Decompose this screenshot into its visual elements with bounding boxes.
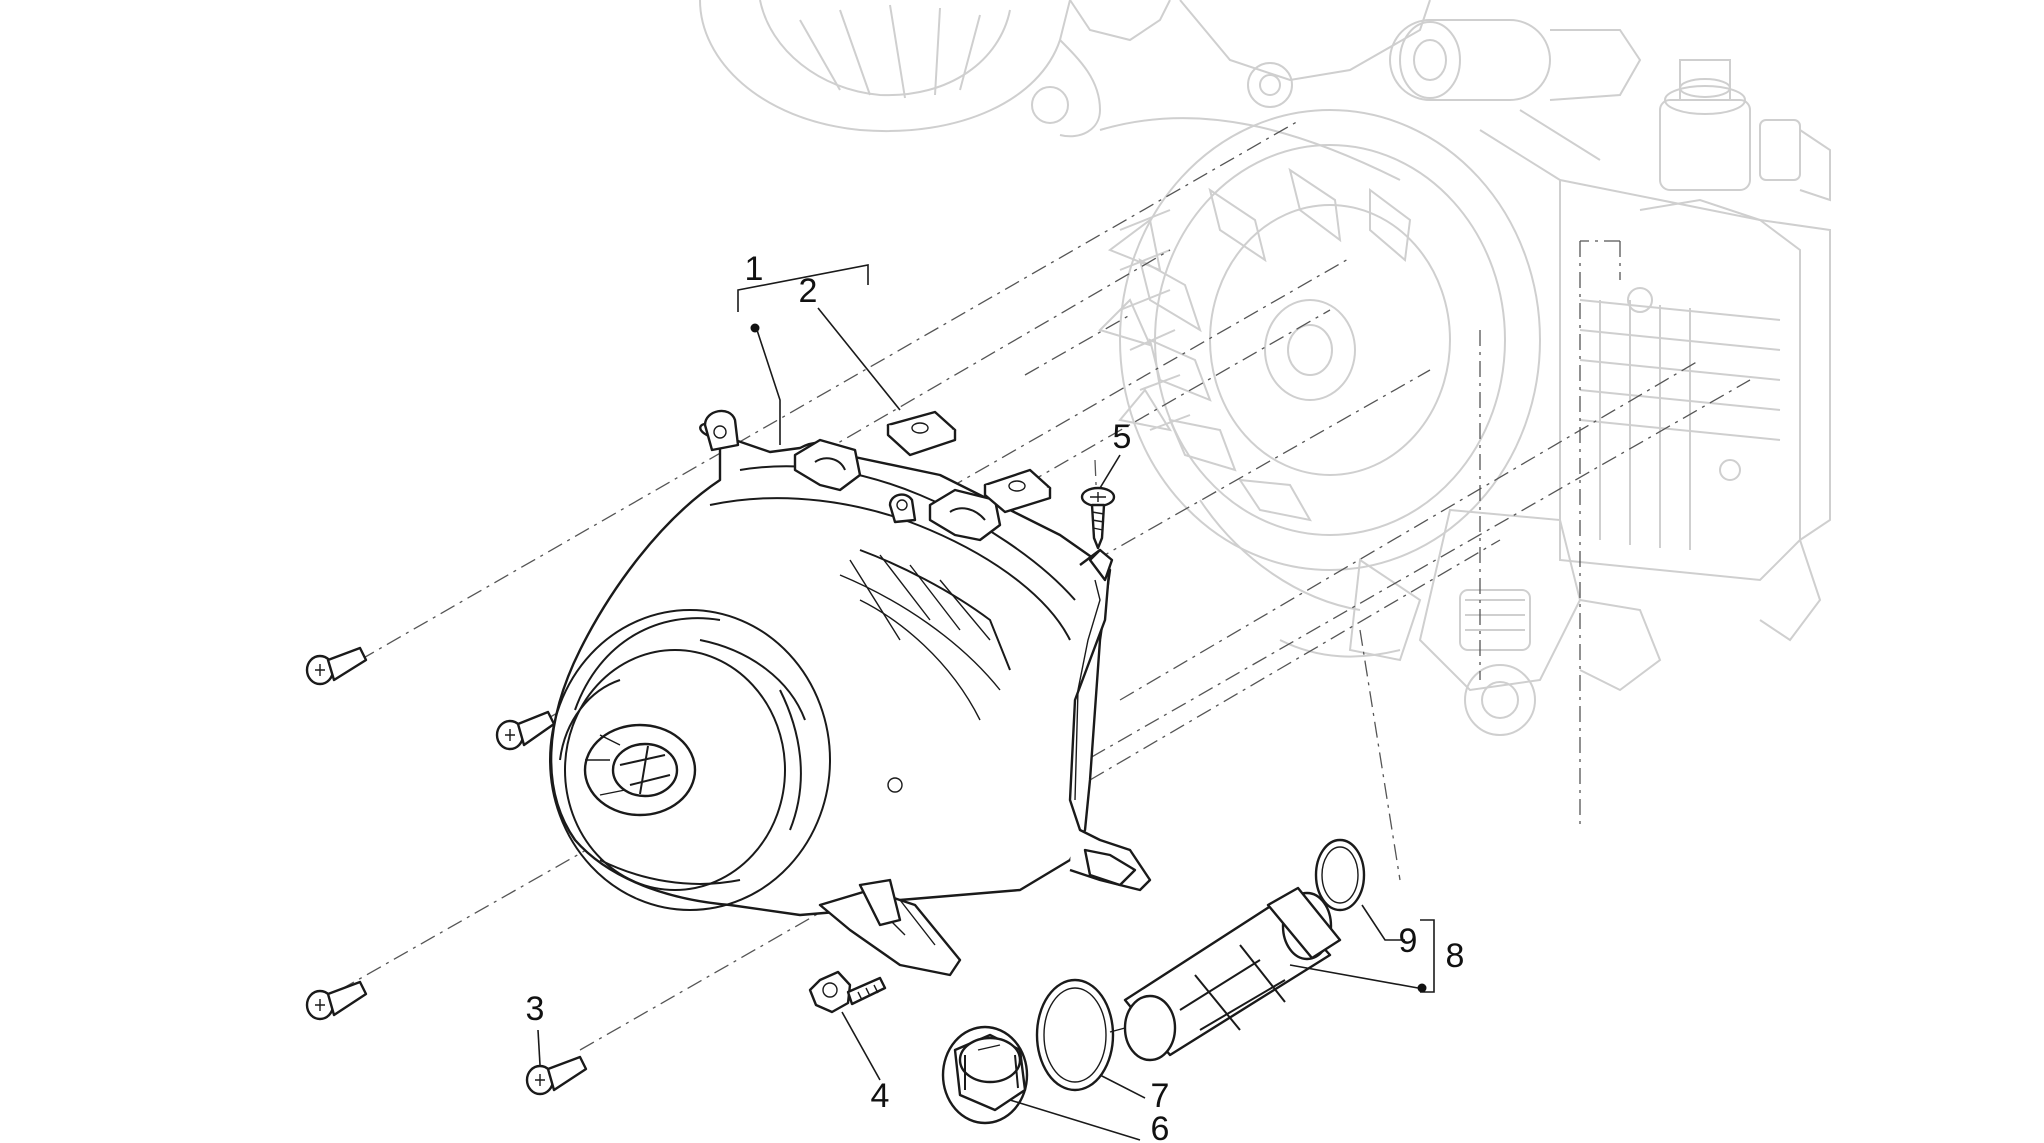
callout-1: 1 bbox=[745, 250, 764, 288]
callout-4: 4 bbox=[871, 1077, 890, 1115]
screw-upper-left bbox=[305, 646, 368, 686]
knob-screw bbox=[808, 970, 887, 1014]
callout-7: 7 bbox=[1151, 1077, 1170, 1115]
strainer-o-ring bbox=[1314, 838, 1366, 912]
screw-lower-left bbox=[305, 980, 368, 1021]
engine-block-ghost bbox=[699, 0, 1831, 736]
callout-labels: 1 2 3 4 5 6 7 8 9 bbox=[526, 250, 1465, 1143]
oil-drain-plug bbox=[941, 1025, 1029, 1125]
clip-nut-upper bbox=[886, 410, 957, 457]
callout-3: 3 bbox=[526, 990, 545, 1028]
screw-bottom bbox=[525, 1055, 588, 1096]
clip-nut-lower bbox=[983, 468, 1052, 514]
drain-plug-o-ring bbox=[1035, 978, 1115, 1092]
callout-2: 2 bbox=[799, 272, 818, 310]
leader-lines bbox=[537, 264, 1435, 1141]
callout-8: 8 bbox=[1446, 937, 1465, 975]
callout-9: 9 bbox=[1399, 922, 1418, 960]
callout-6: 6 bbox=[1151, 1110, 1170, 1143]
tapping-screw bbox=[1080, 486, 1116, 550]
screw-middle-left bbox=[495, 710, 556, 751]
oil-strainer bbox=[1109, 886, 1342, 1062]
flywheel-cover bbox=[549, 409, 1152, 977]
callout-5: 5 bbox=[1113, 418, 1132, 456]
